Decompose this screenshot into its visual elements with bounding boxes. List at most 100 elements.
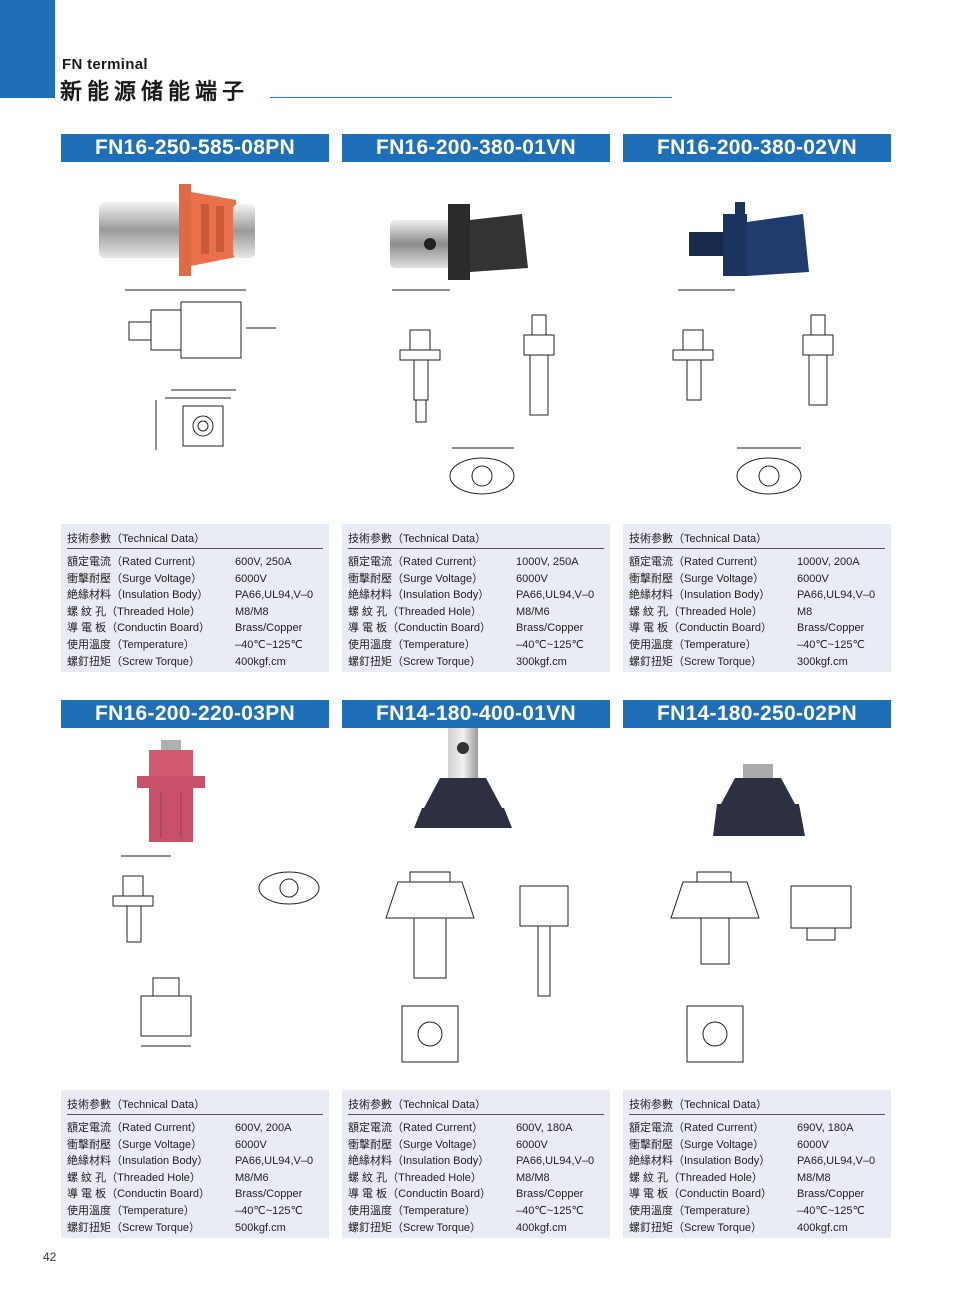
spec-value: 690V, 180A bbox=[797, 1122, 854, 1134]
spec-label: 使用溫度（Temperature） bbox=[67, 1204, 195, 1217]
spec-row-screw-torque: 螺釘扭矩（Screw Torque） 300kgf.cm bbox=[348, 654, 604, 671]
spec-value: 6000V bbox=[797, 572, 829, 585]
spec-value: Brass/Copper bbox=[797, 622, 865, 635]
spec-row-threaded-hole: 螺 紋 孔（Threaded Hole） M8/M6 bbox=[67, 1170, 323, 1187]
spec-label: 額定電流（Rated Current） bbox=[67, 556, 203, 568]
spec-label: 額定電流（Rated Current） bbox=[629, 1122, 765, 1134]
product-card-fn14-180-250-02pn: FN14-180-250-02PN 技術参數（Technical Data） 額… bbox=[623, 700, 891, 1238]
spec-row-insulation-body: 絶緣材料（Insulation Body）PA66,UL94,V–0 bbox=[67, 1153, 323, 1170]
spec-label: 螺釘扭矩（Screw Torque） bbox=[67, 1221, 201, 1234]
spec-label: 導 電 板（Conductin Board） bbox=[67, 622, 211, 635]
spec-label: 絶緣材料（Insulation Body） bbox=[629, 589, 771, 602]
spec-row-surge-voltage: 衝擊耐壓（Surge Voltage）6000V bbox=[348, 571, 604, 588]
spec-label: 導 電 板（Conductin Board） bbox=[348, 622, 492, 635]
spec-value: PA66,UL94,V–0 bbox=[235, 589, 314, 602]
product-title: FN16-200-380-01VN bbox=[342, 134, 610, 162]
spec-label: 螺釘扭矩（Screw Torque） bbox=[629, 655, 763, 668]
spec-label: 絶緣材料（Insulation Body） bbox=[348, 589, 490, 602]
technical-data-rule bbox=[348, 548, 604, 549]
spec-row-surge-voltage: 衝擊耐壓（Surge Voltage）6000V bbox=[67, 1137, 323, 1154]
spec-row-conductin-board: 導 電 板（Conductin Board）Brass/Copper bbox=[629, 1186, 885, 1203]
spec-row-surge-voltage: 衝擊耐壓（Surge Voltage） 6000V bbox=[67, 571, 323, 588]
technical-data-heading: 技術参數（Technical Data） bbox=[629, 1099, 768, 1111]
spec-row-threaded-hole: 螺 紋 孔（Threaded Hole）M8/M8 bbox=[67, 604, 323, 621]
spec-value: 6000V bbox=[516, 572, 548, 585]
spec-row-insulation-body: 絶緣材料（Insulation Body） PA66,UL94,V–0 bbox=[629, 587, 885, 604]
spec-row-conductin-board: 導 電 板（Conductin Board）Brass/Copper bbox=[348, 1186, 604, 1203]
spec-value: 600V, 180A bbox=[516, 1122, 573, 1134]
technical-drawing bbox=[61, 846, 329, 1076]
spec-label: 螺 紋 孔（Threaded Hole） bbox=[348, 605, 482, 618]
spec-value: PA66,UL94,V–0 bbox=[797, 589, 876, 602]
technical-drawing bbox=[342, 846, 610, 1076]
spec-label: 螺釘扭矩（Screw Torque） bbox=[629, 1221, 763, 1234]
spec-label: 螺 紋 孔（Threaded Hole） bbox=[67, 1171, 201, 1184]
brand-title-en: FN terminal bbox=[62, 56, 148, 73]
spec-label: 螺釘扭矩（Screw Torque） bbox=[348, 655, 482, 668]
spec-label: 衝擊耐壓（Surge Voltage） bbox=[67, 572, 203, 585]
spec-value: M8/M6 bbox=[516, 605, 550, 618]
spec-value: M8/M8 bbox=[797, 1171, 831, 1184]
spec-label: 額定電流（Rated Current） bbox=[67, 1122, 203, 1134]
product-title: FN16-250-585-08PN bbox=[61, 134, 329, 162]
technical-drawing bbox=[61, 280, 329, 510]
spec-row-conductin-board: 導 電 板（Conductin Board）Brass/Copper bbox=[67, 620, 323, 637]
spec-row-rated-current: 額定電流（Rated Current）600V, 250A bbox=[67, 554, 323, 571]
spec-value: M8/M8 bbox=[516, 1171, 550, 1184]
product-card-fn16-200-380-01vn: FN16-200-380-01VN bbox=[342, 134, 610, 672]
technical-data-rule bbox=[629, 1114, 885, 1115]
spec-row-surge-voltage: 衝擊耐壓（Surge Voltage）6000V bbox=[348, 1137, 604, 1154]
spec-value: 300kgf.cm bbox=[516, 655, 567, 668]
spec-row-conductin-board: 導 電 板（Conductin Board）Brass/Copper bbox=[629, 620, 885, 637]
spec-row-temperature: 使用溫度（Temperature）–40℃~125℃ bbox=[629, 637, 885, 654]
spec-value: PA66,UL94,V–0 bbox=[516, 589, 595, 602]
technical-data-heading: 技術参數（Technical Data） bbox=[67, 1099, 206, 1111]
spec-row-conductin-board: 導 電 板（Conductin Board）Brass/Copper bbox=[67, 1186, 323, 1203]
spec-label: 螺釘扭矩（Screw Torque） bbox=[67, 655, 201, 668]
technical-data-table: 技術参數（Technical Data） 額定電流（Rated Current）… bbox=[342, 524, 610, 672]
spec-row-screw-torque: 螺釘扭矩（Screw Torque） 400kgf.cm bbox=[67, 654, 323, 671]
spec-value: 6000V bbox=[235, 572, 267, 585]
spec-label: 絶緣材料（Insulation Body） bbox=[67, 589, 209, 602]
spec-row-temperature: 使用溫度（Temperature）–40℃~125℃ bbox=[67, 637, 323, 654]
spec-label: 衝擊耐壓（Surge Voltage） bbox=[67, 1138, 203, 1151]
spec-value: Brass/Copper bbox=[516, 1188, 584, 1201]
spec-label: 螺 紋 孔（Threaded Hole） bbox=[629, 1171, 763, 1184]
spec-row-threaded-hole: 螺 紋 孔（Threaded Hole） M8/M8 bbox=[629, 1170, 885, 1187]
spec-label: 使用溫度（Temperature） bbox=[629, 638, 757, 651]
spec-value: M8/M6 bbox=[235, 1171, 269, 1184]
spec-value: –40℃~125℃ bbox=[516, 1204, 584, 1217]
spec-row-rated-current: 額定電流（Rated Current）600V, 180A bbox=[348, 1120, 604, 1137]
spec-value: Brass/Copper bbox=[516, 622, 584, 635]
spec-value: PA66,UL94,V–0 bbox=[516, 1155, 595, 1168]
spec-label: 導 電 板（Conductin Board） bbox=[629, 1188, 773, 1201]
spec-label: 絶緣材料（Insulation Body） bbox=[629, 1155, 771, 1168]
spec-row-screw-torque: 螺釘扭矩（Screw Torque）400kgf.cm bbox=[629, 1220, 885, 1237]
spec-row-threaded-hole: 螺 紋 孔（Threaded Hole）M8/M8 bbox=[348, 1170, 604, 1187]
spec-value: 400kgf.cm bbox=[516, 1221, 567, 1234]
technical-data-table: 技術参數（Technical Data） 額定電流（Rated Current）… bbox=[623, 524, 891, 672]
technical-data-heading: 技術参數（Technical Data） bbox=[348, 1099, 487, 1111]
spec-label: 使用溫度（Temperature） bbox=[629, 1204, 757, 1217]
spec-label: 使用溫度（Temperature） bbox=[348, 638, 476, 651]
spec-row-rated-current: 額定電流（Rated Current）1000V, 200A bbox=[629, 554, 885, 571]
spec-row-conductin-board: 導 電 板（Conductin Board） Brass/Copper bbox=[348, 620, 604, 637]
spec-row-insulation-body: 絶緣材料（Insulation Body） PA66,UL94,V–0 bbox=[348, 587, 604, 604]
spec-label: 螺 紋 孔（Threaded Hole） bbox=[629, 605, 763, 618]
spec-value: 400kgf.cm bbox=[235, 655, 286, 668]
spec-label: 絶緣材料（Insulation Body） bbox=[67, 1155, 209, 1168]
spec-label: 衝擊耐壓（Surge Voltage） bbox=[348, 1138, 484, 1151]
header-rule bbox=[270, 97, 672, 98]
technical-data-table: 技術参數（Technical Data） 額定電流（Rated Current）… bbox=[61, 1090, 329, 1238]
technical-data-table: 技術参數（Technical Data） 額定電流（Rated Current）… bbox=[342, 1090, 610, 1238]
technical-data-rule bbox=[67, 548, 323, 549]
technical-data-heading: 技術参數（Technical Data） bbox=[348, 533, 487, 545]
spec-value: M8 bbox=[797, 605, 813, 618]
spec-value: PA66,UL94,V–0 bbox=[797, 1155, 876, 1168]
product-title: FN16-200-220-03PN bbox=[61, 700, 329, 728]
spec-label: 衝擊耐壓（Surge Voltage） bbox=[629, 1138, 765, 1151]
spec-value: 1000V, 200A bbox=[797, 556, 860, 568]
spec-row-threaded-hole: 螺 紋 孔（Threaded Hole） M8 bbox=[629, 604, 885, 621]
technical-drawing bbox=[623, 846, 891, 1076]
spec-label: 螺 紋 孔（Threaded Hole） bbox=[67, 605, 201, 618]
